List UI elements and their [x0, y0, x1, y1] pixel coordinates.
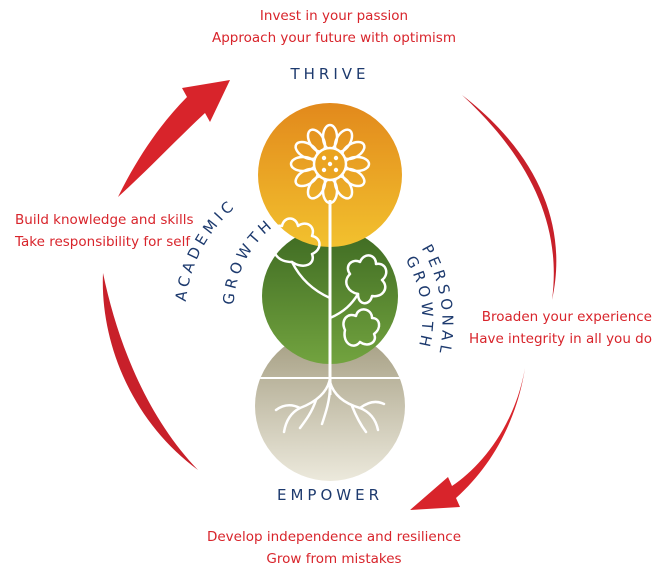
left-line-1: Build knowledge and skills [15, 212, 194, 228]
bottom-line-1: Develop independence and resilience [206, 529, 462, 545]
label-thrive: THRIVE [289, 65, 369, 83]
top-line-2: Approach your future with optimism [212, 30, 456, 46]
arrow-right [462, 95, 557, 300]
arrow-top-left [118, 80, 230, 197]
top-line-1: Invest in your passion [259, 8, 409, 24]
top-text: Invest in your passion Approach your fut… [184, 5, 484, 49]
right-line-2: Have integrity in all you do [469, 331, 652, 347]
label-empower: EMPOWER [277, 486, 383, 504]
right-line-1: Broaden your experience [481, 309, 652, 325]
arrow-left [102, 273, 198, 470]
bottom-text: Develop independence and resilience Grow… [184, 526, 484, 570]
right-text: Broaden your experience Have integrity i… [452, 306, 652, 350]
arrow-bottom-right [410, 368, 525, 510]
left-text: Build knowledge and skills Take responsi… [15, 209, 215, 253]
left-line-2: Take responsibility for self [15, 234, 191, 250]
oak-leaf-icon [270, 217, 388, 347]
roots-icon [274, 376, 386, 434]
bottom-line-2: Grow from mistakes [266, 551, 402, 567]
sunflower-icon [289, 123, 371, 205]
cycle-arrows [102, 80, 557, 510]
